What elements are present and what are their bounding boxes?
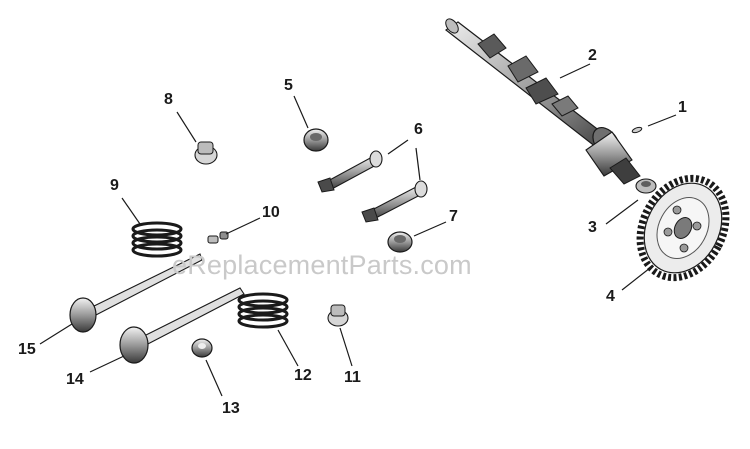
callout-6: 6: [414, 121, 423, 138]
valve-retainer-right: [387, 231, 413, 253]
gear-hub: [635, 178, 657, 194]
callout-4: 4: [606, 288, 615, 305]
cam-gear: [636, 174, 730, 282]
callout-1: 1: [678, 99, 687, 116]
camshaft: [444, 18, 641, 185]
callout-14: 14: [66, 371, 84, 388]
watermark: eReplacementParts.com: [172, 250, 472, 280]
valve-washer: [191, 338, 213, 358]
callout-15: 15: [18, 341, 36, 358]
valve-exhaust: [69, 253, 203, 333]
callout-8: 8: [164, 91, 173, 108]
callout-12: 12: [294, 367, 312, 384]
valve-keepers: [207, 231, 229, 244]
callout-10: 10: [262, 204, 280, 221]
tappets: [317, 150, 428, 223]
callout-13: 13: [222, 400, 240, 417]
valve-retainer-upper: [303, 128, 329, 152]
callout-7: 7: [449, 208, 458, 225]
callout-5: 5: [284, 77, 293, 94]
callout-2: 2: [588, 47, 597, 64]
callout-3: 3: [588, 219, 597, 236]
valve-cap: [194, 141, 218, 165]
callout-9: 9: [110, 177, 119, 194]
valve-intake: [119, 287, 245, 364]
valve-cap-lower: [327, 304, 349, 327]
valve-spring-lower: [237, 292, 289, 329]
valve-spring-upper: [131, 221, 183, 258]
leader-lines: [39, 63, 677, 397]
pin: [631, 126, 643, 134]
callout-11: 11: [344, 369, 361, 386]
